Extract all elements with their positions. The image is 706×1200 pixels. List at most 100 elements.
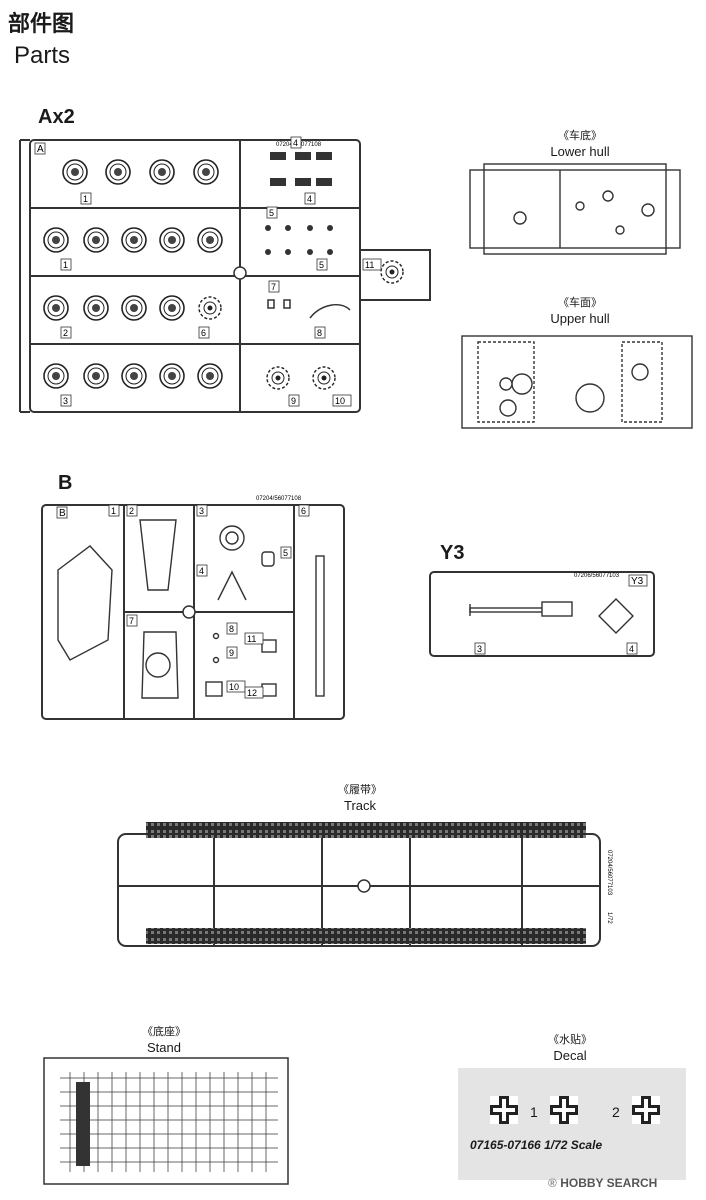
sprue-a-cell-number: 7 — [271, 282, 276, 292]
sprue-b-parts — [57, 519, 325, 699]
sprue-a-cell-number-box — [290, 136, 302, 149]
sprue-a-row2-wheels — [43, 227, 223, 253]
sprue-b-cell-number-box — [226, 646, 238, 659]
sprue-b-cell-number: 4 — [199, 566, 204, 576]
sprue-b-cell-number: 8 — [229, 624, 234, 634]
lower-hull-drawing — [469, 163, 681, 255]
sprue-a-cell-number-box — [266, 206, 278, 219]
decal-caption-en: Decal — [553, 1048, 587, 1063]
sprue-a-cell-number: 2 — [63, 328, 68, 338]
sprue-b-cell-number: 11 — [247, 634, 256, 644]
lower-hull-caption-en: Lower hull — [550, 144, 610, 159]
sprue-b-cell-number-box — [108, 504, 120, 517]
sprue-b-frame-letter-box — [56, 506, 68, 519]
track-caption-en: Track — [343, 798, 377, 813]
decal-cross-1 — [490, 1096, 518, 1124]
decal-caption: 《水贴》 Decal — [510, 1032, 630, 1064]
sprue-y3-parts — [469, 598, 634, 634]
decal-scale-text: 07165-07166 1/72 Scale — [470, 1138, 603, 1152]
sprue-y3-code: 07206/56077103 — [574, 573, 620, 579]
sprue-b-cell-number-box — [226, 680, 246, 693]
sprue-b-cell-number-box — [196, 504, 208, 517]
track-run-top — [146, 822, 586, 838]
decal-caption-cn: 《水贴》 — [548, 1034, 592, 1046]
sprue-a-cell-number: 1 — [63, 260, 68, 270]
sprue-b-cell-number-box — [126, 614, 138, 627]
sprue-b-cell-number: 7 — [129, 616, 134, 626]
sprue-a-cell-number: 6 — [201, 328, 206, 338]
stand-caption-en: Stand — [147, 1040, 181, 1055]
sprue-b-cell-number-box — [196, 564, 208, 577]
sprue-b-cell-number-box — [126, 504, 138, 517]
sprue-a-cell-number: 5 — [319, 260, 324, 270]
track-run-bottom — [146, 928, 586, 944]
sprue-a-tow-cable — [267, 299, 351, 319]
cell-number-labels: A07204/560771081123445567891011B07204/56… — [34, 136, 648, 924]
sprue-b-cell-number-box — [226, 622, 238, 635]
sprue-y3-frame-letter-box — [628, 574, 648, 587]
sprue-b-cell-number: 5 — [283, 548, 288, 558]
sprue-b-cell-number: 6 — [301, 506, 306, 516]
sprue-y3-label: Y3 — [440, 542, 465, 564]
sprue-a-cell-number-box — [304, 192, 316, 205]
lower-hull-caption-cn: 《车底》 — [558, 130, 602, 142]
sprue-a-cell-number-box — [268, 280, 280, 293]
sprue-a-frame-letter: A — [37, 144, 44, 155]
sprue-b-label: B — [58, 472, 73, 494]
sprue-a-label: Ax2 — [38, 106, 75, 128]
sprue-a-small-parts — [265, 152, 333, 255]
sprue-a-frame — [19, 139, 431, 413]
decal-number-2: 2 — [612, 1104, 620, 1120]
sprue-a-cell-number-box — [60, 258, 72, 271]
sprue-b-cell-number-box — [280, 546, 292, 559]
sprue-b-cell-number-box — [244, 686, 264, 699]
sprue-b-frame — [41, 504, 345, 720]
sprue-b-cell-number: 10 — [229, 682, 239, 692]
sprue-a-row3-wheels — [43, 295, 222, 321]
upper-hull-drawing — [461, 335, 693, 429]
watermark: ® HOBBY SEARCH — [548, 1176, 657, 1190]
sprue-a-cell-number: 3 — [63, 396, 68, 406]
sprue-a-cell-number-box — [362, 258, 382, 271]
sprue-a-cell-number: 8 — [317, 328, 322, 338]
sprue-b-cell-number: 3 — [199, 506, 204, 516]
lower-hull-caption: 《车底》 Lower hull — [520, 128, 640, 160]
watermark-registered-mark: ® — [548, 1176, 557, 1190]
sprue-a-cell-number-box — [288, 394, 300, 407]
sprue-a-cell-number-box — [60, 394, 72, 407]
sprue-a-cell-number: 4 — [307, 194, 312, 204]
sprue-a-cell-number-box — [80, 192, 92, 205]
sprue-b-code: 07204/56077108 — [256, 496, 302, 502]
page-title-cn: 部件图 — [8, 11, 75, 36]
sprue-a-frame-letter-box — [34, 142, 46, 155]
track-caption: 《履带》 Track — [300, 782, 420, 814]
sprue-b-cell-number-box — [298, 504, 310, 517]
sprue-a-cell-number-box — [60, 326, 72, 339]
sprue-b-cell-number: 12 — [247, 688, 257, 698]
sprue-a-cell-number: 4 — [293, 138, 298, 148]
sprue-a-cell-number: 9 — [291, 396, 296, 406]
sprue-a-cell-number: 11 — [365, 260, 374, 270]
track-scale: 1/72 — [606, 912, 612, 924]
sprue-a-row4-wheels — [43, 363, 223, 389]
decal-cross-3 — [632, 1096, 660, 1124]
decal-cross-2 — [550, 1096, 578, 1124]
stand-caption-cn: 《底座》 — [142, 1026, 186, 1038]
sprue-a-cell-number-box — [332, 394, 352, 407]
sprue-b-cell-number-box — [244, 632, 264, 645]
sprue-a-row1-wheels — [62, 159, 219, 185]
decal-number-1: 1 — [530, 1104, 538, 1120]
stand-caption: 《底座》 Stand — [104, 1024, 224, 1056]
sprue-y3-frame-letter: Y3 — [631, 576, 644, 587]
sprue-a-cell-number: 1 — [83, 194, 88, 204]
decal-sheet — [458, 1068, 686, 1180]
sprue-y3-cell-number-box — [474, 642, 486, 655]
sprue-y3-cell-number: 4 — [629, 644, 634, 654]
sprue-b-cell-number: 2 — [129, 506, 134, 516]
upper-hull-caption: 《车面》 Upper hull — [520, 295, 640, 327]
stand-drawing — [43, 1057, 289, 1185]
sprue-a-cell-number-box — [314, 326, 326, 339]
track-caption-cn: 《履带》 — [338, 784, 382, 796]
sprue-b-frame-letter: B — [59, 508, 66, 519]
